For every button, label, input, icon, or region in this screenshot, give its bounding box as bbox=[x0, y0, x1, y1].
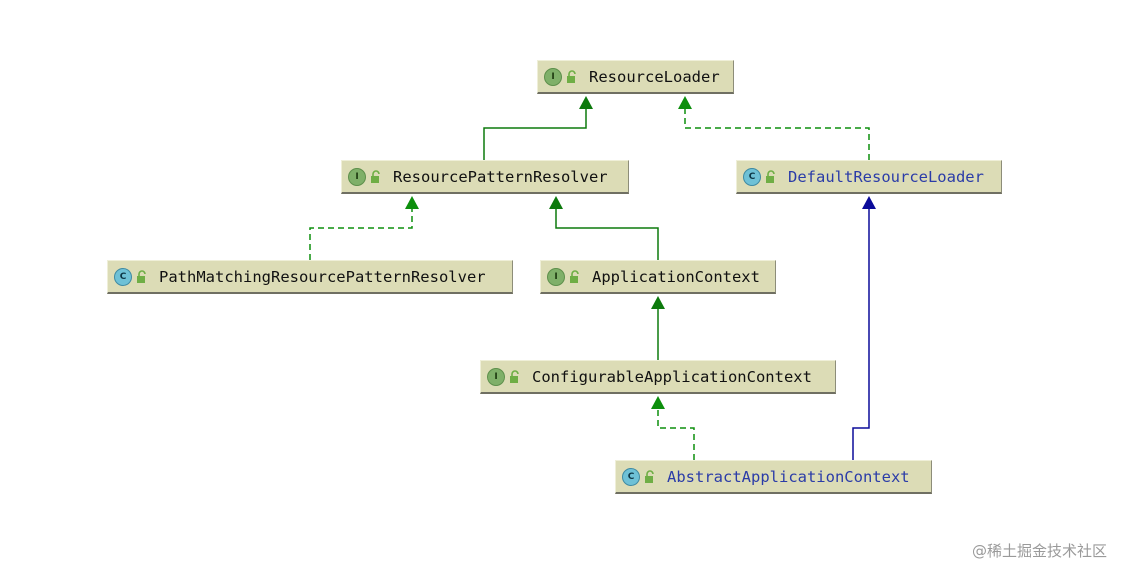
arrowhead-application-context-to-resource-pattern-resolver bbox=[549, 196, 563, 209]
public-lock-icon bbox=[137, 269, 146, 283]
arrowhead-path-matching-resource-pattern-resolver-to-resource-pattern-resolver bbox=[405, 196, 419, 209]
node-resource-loader[interactable]: I ResourceLoader bbox=[537, 60, 734, 94]
arrowhead-resource-pattern-resolver-to-resource-loader bbox=[579, 96, 593, 109]
class-icon: C bbox=[743, 167, 761, 186]
node-label: ResourcePatternResolver bbox=[393, 167, 608, 186]
node-path-matching-resource-pattern-resolver[interactable]: C PathMatchingResourcePatternResolver bbox=[107, 260, 513, 294]
arrowhead-default-resource-loader-to-resource-loader bbox=[678, 96, 692, 109]
public-lock-icon bbox=[567, 69, 576, 83]
edge-resource-pattern-resolver-to-resource-loader bbox=[483, 109, 587, 160]
arrowhead-abstract-application-context-to-configurable-application-context bbox=[651, 396, 665, 409]
node-configurable-application-context[interactable]: I ConfigurableApplicationContext bbox=[480, 360, 836, 394]
public-lock-icon bbox=[510, 369, 519, 383]
node-label: ApplicationContext bbox=[592, 267, 760, 286]
edge-abstract-application-context-to-configurable-application-context bbox=[657, 409, 695, 460]
node-label: ResourceLoader bbox=[589, 67, 720, 86]
public-lock-icon bbox=[371, 169, 380, 183]
arrowhead-abstract-application-context-to-default-resource-loader bbox=[862, 196, 876, 209]
node-abstract-application-context[interactable]: C AbstractApplicationContext bbox=[615, 460, 932, 494]
node-label: DefaultResourceLoader bbox=[788, 167, 984, 186]
node-resource-pattern-resolver[interactable]: I ResourcePatternResolver bbox=[341, 160, 629, 194]
interface-icon: I bbox=[348, 167, 366, 186]
edge-default-resource-loader-to-resource-loader bbox=[684, 109, 870, 160]
node-application-context[interactable]: I ApplicationContext bbox=[540, 260, 776, 294]
interface-icon: I bbox=[547, 267, 565, 286]
edge-application-context-to-resource-pattern-resolver bbox=[555, 209, 659, 260]
interface-icon: I bbox=[544, 67, 562, 86]
interface-icon: I bbox=[487, 367, 505, 386]
class-icon: C bbox=[114, 267, 132, 286]
public-lock-icon bbox=[570, 269, 579, 283]
class-icon: C bbox=[622, 467, 640, 486]
node-default-resource-loader[interactable]: C DefaultResourceLoader bbox=[736, 160, 1002, 194]
public-lock-icon bbox=[766, 169, 775, 183]
node-label: AbstractApplicationContext bbox=[667, 467, 910, 486]
edge-abstract-application-context-to-default-resource-loader bbox=[852, 209, 870, 460]
watermark: @稀土掘金技术社区 bbox=[971, 542, 1107, 560]
public-lock-icon bbox=[645, 469, 654, 483]
node-label: PathMatchingResourcePatternResolver bbox=[159, 267, 486, 286]
arrowhead-configurable-application-context-to-application-context bbox=[651, 296, 665, 309]
node-label: ConfigurableApplicationContext bbox=[532, 367, 812, 386]
edge-path-matching-resource-pattern-resolver-to-resource-pattern-resolver bbox=[309, 209, 413, 260]
